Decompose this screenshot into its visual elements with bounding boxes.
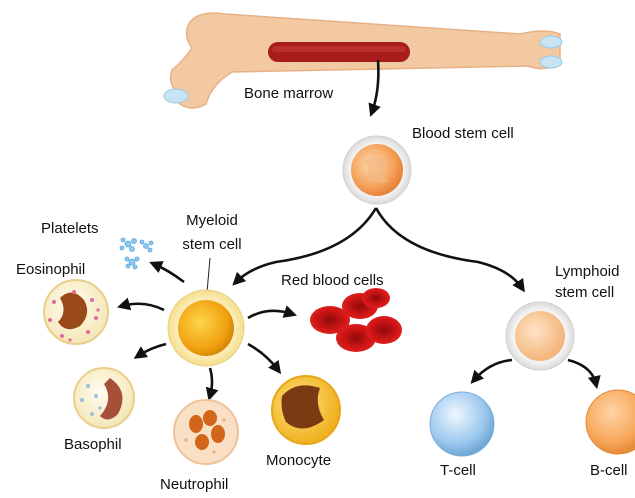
- monocyte-cell: [272, 376, 340, 444]
- label-platelets: Platelets: [41, 220, 99, 237]
- b-cell: [586, 390, 635, 454]
- eosinophil-cell: [44, 280, 108, 344]
- label-b-cell: B-cell: [590, 462, 628, 479]
- label-monocyte: Monocyte: [266, 452, 331, 469]
- lymphoid-stem-cell: [506, 302, 574, 370]
- label-eosinophil: Eosinophil: [16, 261, 85, 278]
- label-neutrophil: Neutrophil: [160, 476, 228, 493]
- blood-stem-cell: [343, 136, 411, 204]
- label-red-blood-cells: Red blood cells: [281, 272, 384, 289]
- neutrophil-cell: [174, 400, 238, 464]
- arrow-myeloid-to-platelets: [154, 264, 184, 282]
- arrow-myeloid-to-basophil: [138, 344, 166, 356]
- myeloid-stem-cell: [168, 290, 244, 366]
- label-myeloid-line1: Myeloid: [176, 212, 248, 229]
- basophil-cell: [74, 368, 134, 428]
- label-basophil: Basophil: [64, 436, 122, 453]
- arrow-myeloid-to-rbc: [248, 311, 292, 318]
- t-cell: [430, 392, 494, 456]
- red-blood-cells: [310, 288, 402, 352]
- label-bone-marrow: Bone marrow: [244, 85, 333, 102]
- arrow-myeloid-to-eosinophil: [122, 304, 164, 310]
- arrow-lymphoid-to-bcell: [568, 360, 596, 384]
- label-myeloid-line2: stem cell: [176, 236, 248, 253]
- arrow-myeloid-to-neutrophil: [210, 368, 212, 396]
- arrow-stem-to-lymphoid: [376, 208, 522, 288]
- arrow-lymphoid-to-tcell: [474, 360, 512, 380]
- label-blood-stem-cell: Blood stem cell: [412, 125, 514, 142]
- arrow-stem-to-myeloid: [236, 208, 376, 282]
- label-t-cell: T-cell: [440, 462, 476, 479]
- bone-illustration: [164, 13, 562, 108]
- label-lymphoid-line1: Lymphoid: [555, 263, 619, 280]
- label-lymphoid-line2: stem cell: [555, 284, 614, 301]
- platelets: [120, 238, 153, 269]
- arrow-myeloid-to-monocyte: [248, 344, 278, 370]
